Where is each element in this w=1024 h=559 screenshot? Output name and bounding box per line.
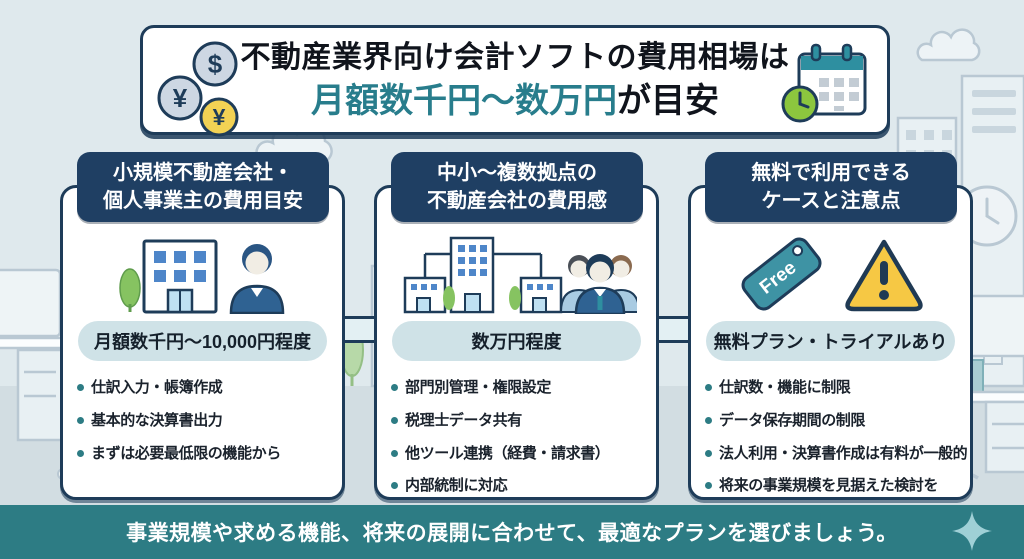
bullet-item: 将来の事業規模を見据えた検討を: [705, 475, 968, 497]
multi-branch-buildings-and-team-icon: [403, 236, 637, 314]
bullet-text: データ保存期間の制限: [719, 411, 866, 429]
bullet-text: 内部統制に対応: [405, 477, 508, 495]
sparkle-icon: [952, 511, 992, 551]
bullet-text: 他ツール連携（経費・請求書）: [405, 444, 610, 462]
card1-bullet-list: 仕訳入力・帳簿作成 基本的な決算書出力 まずは必要最低限の機能から: [63, 377, 342, 464]
card-mid-company: 数万円程度 部門別管理・権限設定 税理士データ共有 他ツール連携（経費・請求書）…: [374, 185, 659, 500]
footer-banner: 事業規模や求める機能、将来の展開に合わせて、最適なプランを選びましょう。: [0, 505, 1024, 559]
bullet-text: 仕訳数・機能に制限: [719, 379, 851, 396]
title-line1: 不動産業界向け会計ソフトの費用相場は: [240, 41, 790, 74]
card2-header-line1: 中小〜複数拠点の: [437, 162, 597, 184]
card3-icons: Free: [691, 234, 970, 314]
bullet-dot: [391, 482, 398, 490]
dollar-yen-coins-icon: $ ¥ ¥: [153, 36, 261, 145]
title-banner: $ ¥ ¥ 不動産業界向け会計ソフトの費用相場は 月額数千円〜数万円が目安: [140, 25, 890, 137]
yen-symbol: ¥: [173, 83, 188, 113]
bullet-text: 部門別管理・権限設定: [405, 379, 552, 396]
card2-icons: [377, 234, 656, 314]
free-price-tag-icon: Free: [741, 237, 822, 311]
card2-header-line2: 不動産会社の費用感: [427, 190, 607, 212]
bullet-dot: [391, 384, 398, 391]
card2-price-pill: 数万円程度: [392, 321, 641, 361]
dollar-symbol: $: [208, 49, 223, 79]
team-people: [559, 254, 637, 314]
banner-title: 不動産業界向け会計ソフトの費用相場は 月額数千円〜数万円が目安: [143, 38, 887, 123]
card2-header-tab: 中小〜複数拠点の 不動産会社の費用感: [391, 152, 643, 222]
bullet-item: 法人利用・決算書作成は有料が一般的: [705, 443, 968, 465]
bullet-item: 部門別管理・権限設定: [391, 377, 654, 399]
bullet-item: データ保存期間の制限: [705, 410, 968, 432]
bullet-item: 基本的な決算書出力: [77, 410, 340, 432]
bullet-dot: [77, 416, 84, 424]
card3-header-line2: ケースと注意点: [761, 190, 901, 212]
bullet-dot: [77, 384, 84, 391]
title-suffix: が目安: [617, 82, 719, 120]
card3-header-tab: 無料で利用できる ケースと注意点: [705, 152, 957, 222]
bullet-item: 仕訳入力・帳簿作成: [77, 377, 340, 399]
card3-price-label: 無料プラン・トライアルあり: [713, 332, 948, 352]
bullet-text: 法人利用・決算書作成は有料が一般的: [719, 444, 968, 462]
card1-icons: [63, 234, 342, 314]
bullet-dot: [77, 449, 84, 457]
card3-bullet-list: 仕訳数・機能に制限 データ保存期間の制限 法人利用・決算書作成は有料が一般的 将…: [691, 377, 970, 497]
bullet-dot: [705, 449, 712, 457]
card2-price-label: 数万円程度: [471, 332, 562, 352]
card1-price-label: 月額数千円〜10,000円程度: [93, 332, 312, 352]
footer-message: 事業規模や求める機能、将来の展開に合わせて、最適なプランを選びましょう。: [126, 522, 898, 545]
warning-triangle-icon: [844, 239, 923, 312]
small-building-and-person-icon: [118, 239, 284, 314]
card3-header-line1: 無料で利用できる: [751, 162, 911, 184]
bullet-dot: [705, 482, 712, 490]
card2-bullet-list: 部門別管理・権限設定 税理士データ共有 他ツール連携（経費・請求書） 内部統制に…: [377, 377, 656, 497]
bullet-dot: [705, 416, 712, 424]
bullet-text: まずは必要最低限の機能から: [91, 444, 281, 462]
card-connector-1: [343, 316, 376, 343]
bullet-item: まずは必要最低限の機能から: [77, 443, 340, 465]
card1-price-pill: 月額数千円〜10,000円程度: [78, 321, 327, 361]
bullet-dot: [391, 449, 398, 457]
bullet-dot: [705, 384, 712, 391]
card-free-plan: Free 無料プラン・トライアルあり 仕訳数・機能に制限 データ保存期間の制限 …: [688, 185, 973, 500]
card-connector-2: [657, 316, 690, 343]
bullet-dot: [391, 416, 398, 424]
bullet-item: 内部統制に対応: [391, 475, 654, 497]
bullet-text: 仕訳入力・帳簿作成: [91, 379, 223, 396]
card3-price-pill: 無料プラン・トライアルあり: [706, 321, 955, 361]
card1-header-line1: 小規模不動産会社・: [113, 162, 293, 184]
card-small-company: 月額数千円〜10,000円程度 仕訳入力・帳簿作成 基本的な決算書出力 まずは必…: [60, 185, 345, 500]
card1-header-line2: 個人事業主の費用目安: [103, 190, 303, 212]
bullet-item: 他ツール連携（経費・請求書）: [391, 443, 654, 465]
bullet-text: 将来の事業規模を見据えた検討を: [719, 477, 939, 495]
bullet-text: 基本的な決算書出力: [91, 411, 223, 429]
yen-gold-symbol: ¥: [213, 104, 226, 130]
card1-header-tab: 小規模不動産会社・ 個人事業主の費用目安: [77, 152, 329, 222]
bullet-item: 税理士データ共有: [391, 410, 654, 432]
title-highlight: 月額数千円〜数万円: [311, 82, 617, 120]
cloud-right: [916, 28, 981, 62]
bullet-item: 仕訳数・機能に制限: [705, 377, 968, 399]
calendar-clock-icon: [779, 40, 873, 135]
bullet-text: 税理士データ共有: [405, 411, 522, 429]
